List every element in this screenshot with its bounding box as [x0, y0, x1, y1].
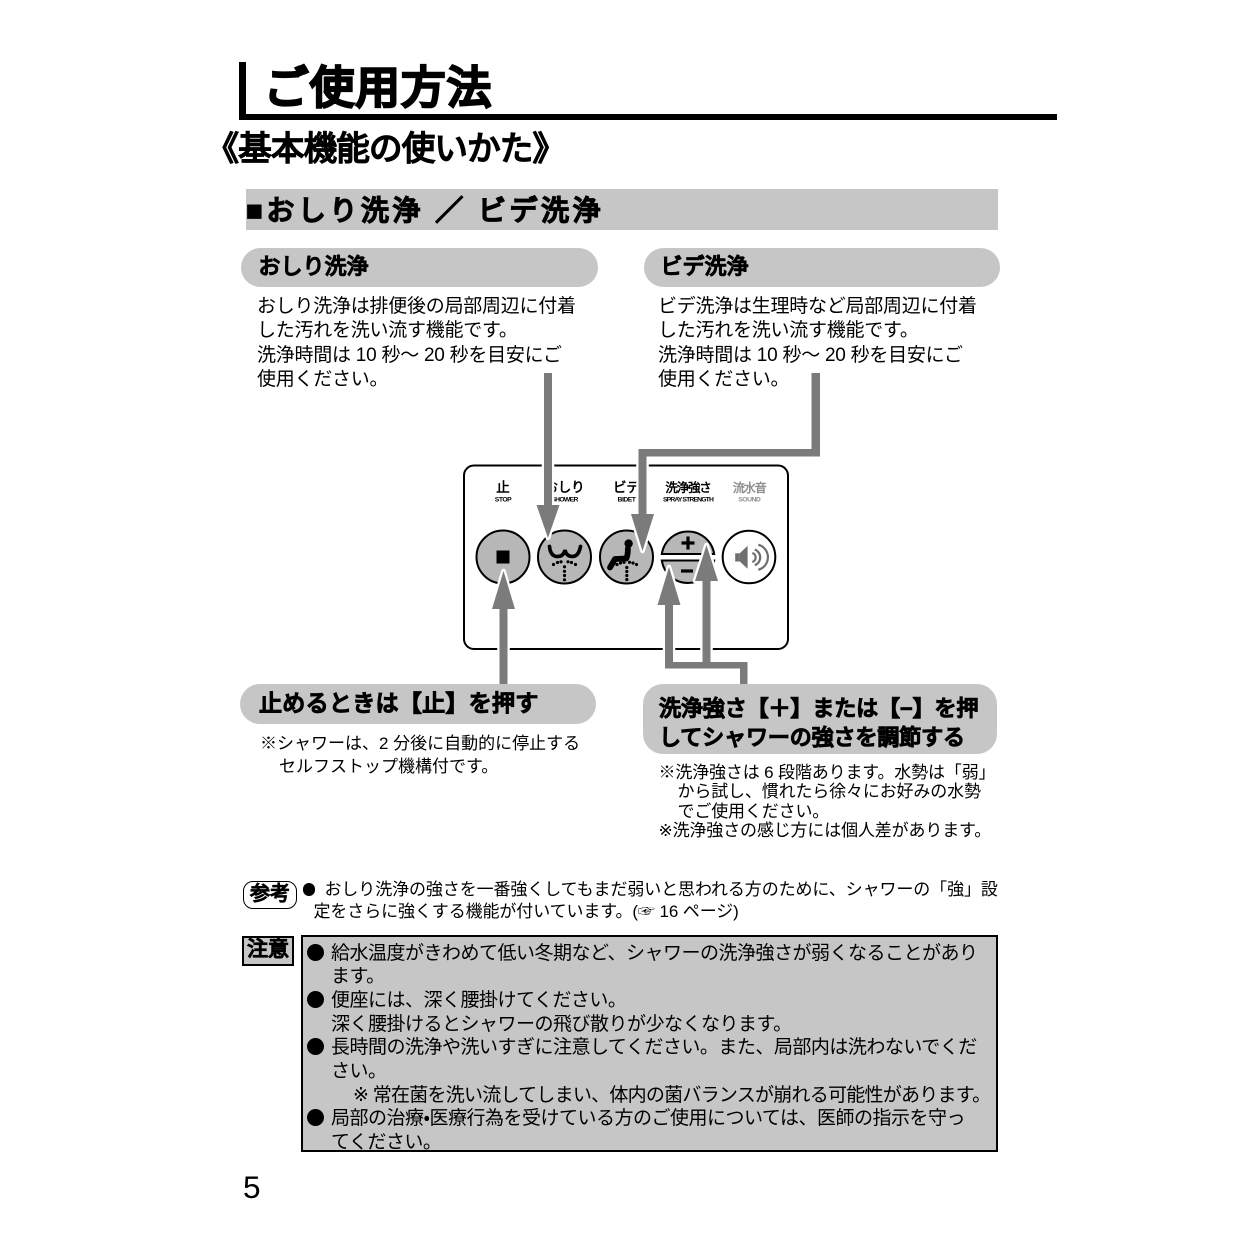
svg-text:おしり: おしり: [545, 480, 585, 495]
svg-text:SOUND: SOUND: [738, 497, 761, 504]
svg-text:止: 止: [496, 479, 510, 495]
svg-text:SPRAY STRENGTH: SPRAY STRENGTH: [663, 497, 714, 504]
svg-text:洗浄強さ: 洗浄強さ: [665, 480, 711, 495]
svg-text:BIDET: BIDET: [618, 497, 637, 504]
svg-text:ビデ: ビデ: [613, 479, 641, 495]
svg-text:流水音: 流水音: [733, 480, 767, 495]
svg-text:SHOWER: SHOWER: [551, 497, 578, 504]
svg-text:STOP: STOP: [495, 497, 512, 504]
